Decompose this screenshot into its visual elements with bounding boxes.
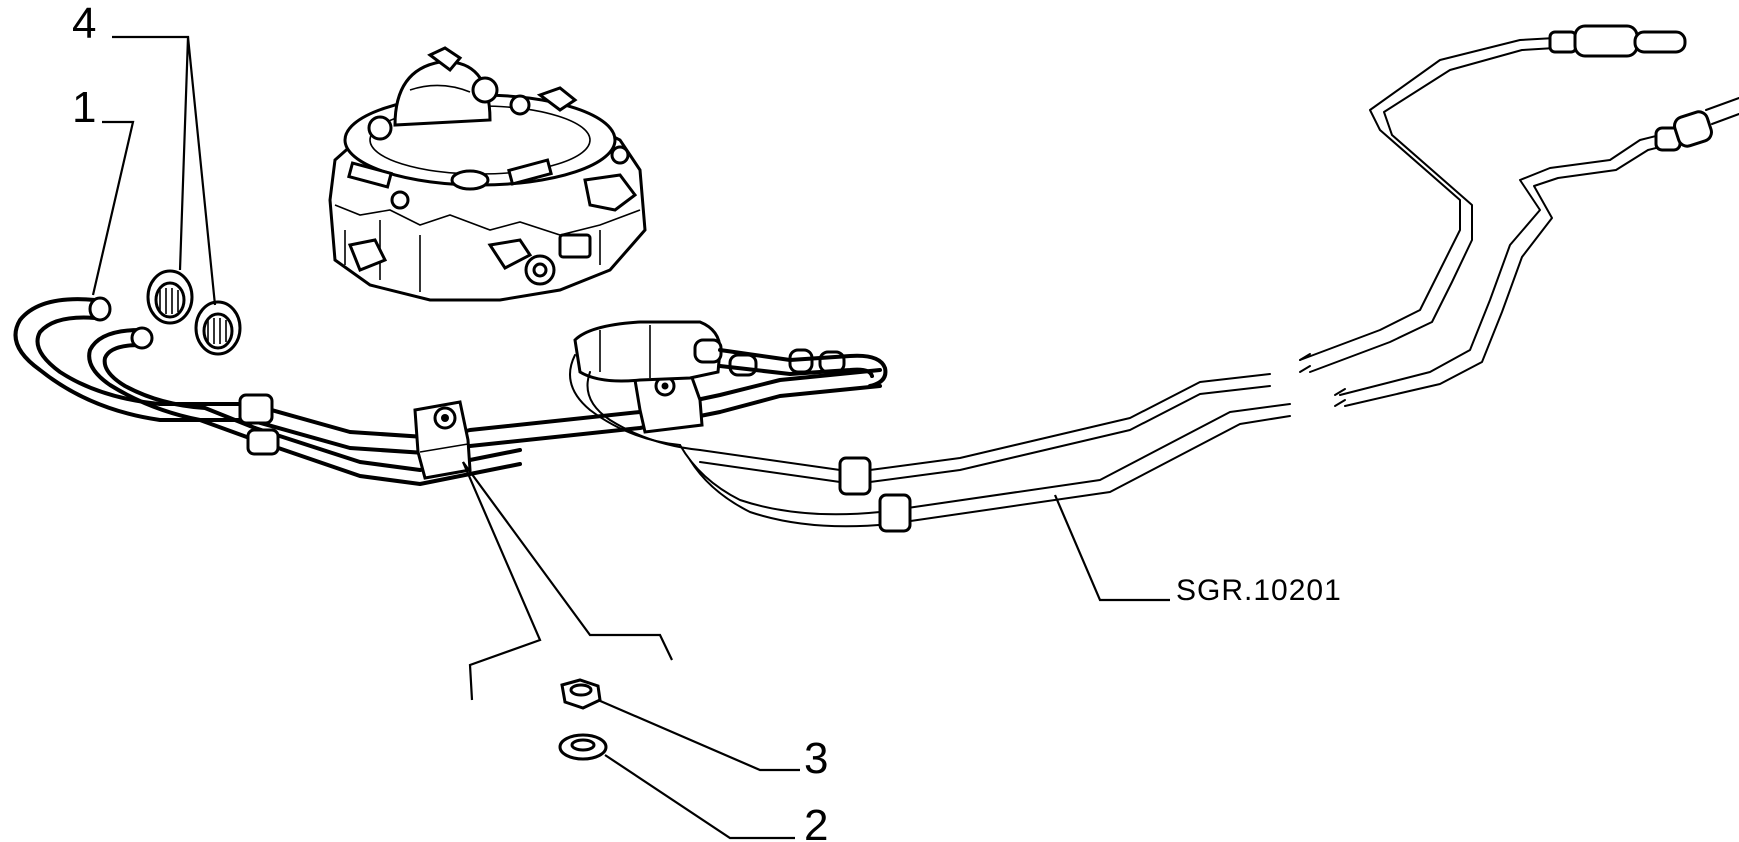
mounting-bracket-right — [633, 370, 704, 434]
rear-fuel-pipes — [679, 24, 1739, 533]
callout-3: 3 — [804, 734, 828, 783]
fuel-connector-block — [569, 320, 888, 451]
hose-clamp-upper — [146, 269, 194, 325]
callout-1: 1 — [72, 83, 96, 132]
callout-labels: 4 1 3 2 SGR.10201 — [72, 0, 1342, 842]
hose-clamp-lower — [194, 300, 242, 356]
reference-code: SGR.10201 — [1176, 574, 1342, 607]
hex-nut — [560, 678, 602, 710]
callout-2: 2 — [804, 801, 828, 842]
fuel-hose-assembly — [13, 296, 882, 486]
mounting-bracket-left — [413, 400, 472, 480]
callout-4: 4 — [72, 0, 96, 48]
carburetor-assembly — [328, 46, 647, 302]
leader-lines — [91, 35, 1170, 840]
washer — [558, 733, 608, 761]
